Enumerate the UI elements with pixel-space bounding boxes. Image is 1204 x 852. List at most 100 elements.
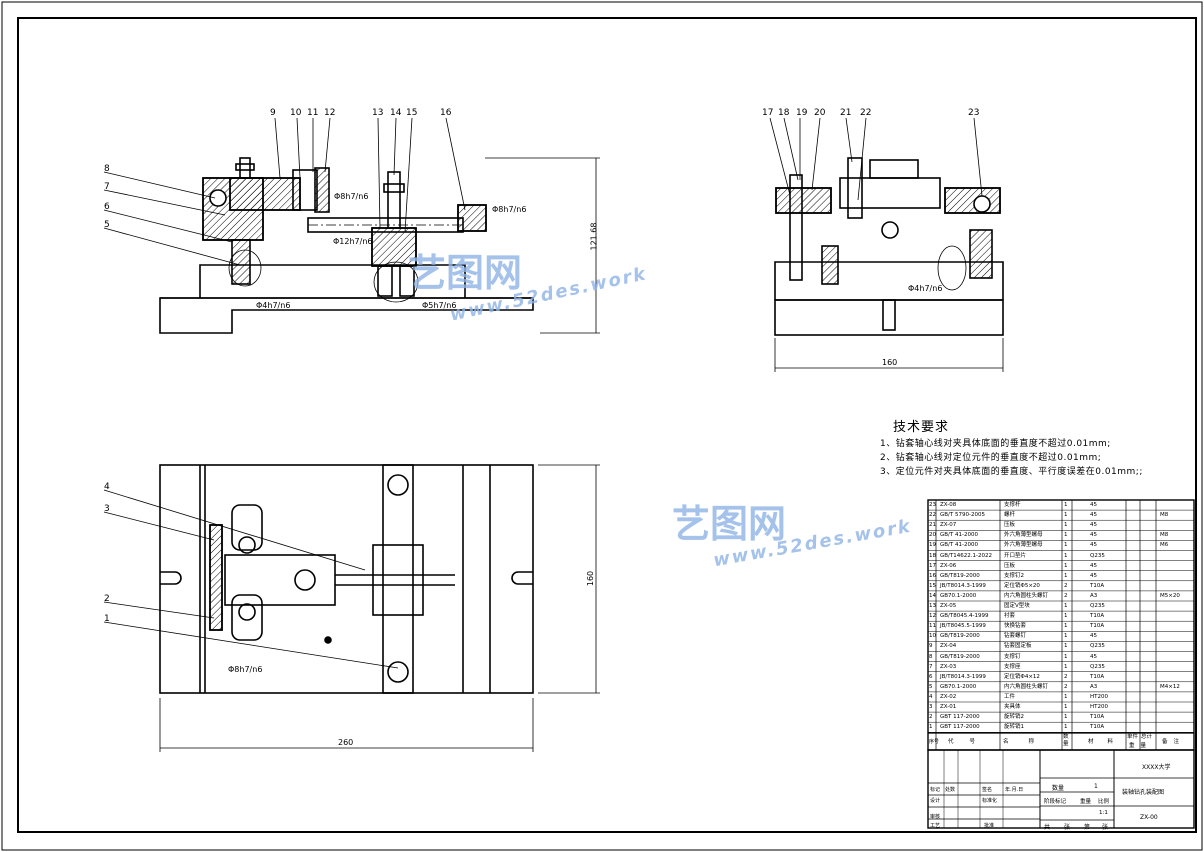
bom-cell-qty: 1 xyxy=(1064,663,1068,670)
bom-cell-material: A3 xyxy=(1090,592,1098,599)
bom-cell-no: 12 xyxy=(929,613,936,620)
balloon-7: 7 xyxy=(104,182,110,192)
standard-label: 标准化 xyxy=(982,798,998,804)
bom-cell-name: 内六角圆柱头螺钉 xyxy=(1004,592,1049,599)
bom-cell-material: 45 xyxy=(1090,532,1097,539)
bom-cell-no: 5 xyxy=(929,683,933,690)
dimension-width: 260 xyxy=(338,738,354,747)
bom-cell-qty: 1 xyxy=(1064,562,1068,569)
bom-cell-qty: 1 xyxy=(1064,542,1068,549)
bom-cell-name: 支撑钉 xyxy=(1004,653,1021,660)
bom-header-note: 备注 xyxy=(1162,739,1186,745)
bom-cell-qty: 1 xyxy=(1064,653,1068,660)
bom-header-total: 总计 xyxy=(1141,734,1153,740)
bom-cell-no: 19 xyxy=(929,542,936,549)
tech-requirement-line: 2、钻套轴心线对定位元件的垂直度不超过0.01mm; xyxy=(880,453,1102,463)
balloon-3: 3 xyxy=(104,504,110,514)
bom-cell-name: 压板 xyxy=(1004,522,1016,529)
sheet-label: 张 xyxy=(1064,824,1071,831)
bom-cell-no: 15 xyxy=(929,582,936,589)
dimension-height: 160 xyxy=(586,570,596,587)
fit-label: Φ8h7/n6 xyxy=(228,665,263,674)
bom-cell-qty: 1 xyxy=(1064,693,1068,700)
count-label: 处数 xyxy=(945,787,956,793)
bom-cell-qty: 1 xyxy=(1064,502,1068,508)
drawing-name: 装轴钻孔装配图 xyxy=(1122,789,1165,796)
bom-cell-name: 定位销Φ5×20 xyxy=(1004,582,1040,589)
bom-cell-no: 3 xyxy=(929,704,933,710)
title-block-grid xyxy=(927,749,1195,829)
bom-cell-name: 固定V型块 xyxy=(1004,603,1030,609)
bom-cell-qty: 1 xyxy=(1064,512,1068,519)
bom-cell-code: ZX-03 xyxy=(940,663,957,670)
bom-cell-no: 6 xyxy=(929,673,933,680)
bom-cell-qty: 1 xyxy=(1064,623,1068,630)
bom-cell-material: HT200 xyxy=(1090,693,1108,700)
bom-cell-qty: 1 xyxy=(1064,724,1068,731)
scale-value: 1:1 xyxy=(1099,810,1108,816)
bom-cell-code: JB/T8045.5-1999 xyxy=(940,623,986,630)
bom-cell-code: ZX-06 xyxy=(940,562,957,569)
balloon-21: 21 xyxy=(840,108,852,118)
qty-label: 数量 xyxy=(1052,785,1065,792)
bom-cell-material: A3 xyxy=(1090,683,1098,690)
bom-cell-name: 钻套固定板 xyxy=(1004,643,1032,650)
bom-cell-note: M8 xyxy=(1160,512,1169,519)
bom-cell-material: 45 xyxy=(1090,522,1097,529)
bom-cell-code: GB/T 41-2000 xyxy=(940,532,978,539)
side-view xyxy=(774,157,1004,336)
mark-label: 标记 xyxy=(930,787,941,793)
bom-header-weight: 重量 xyxy=(1129,743,1153,749)
bom-cell-code: ZX-07 xyxy=(940,522,957,529)
bom-cell-no: 10 xyxy=(929,633,936,640)
drawing-number: ZX-00 xyxy=(1140,814,1158,821)
bom-cell-name: 旋转销2 xyxy=(1004,714,1024,721)
bom-grid xyxy=(927,499,1195,751)
bom-header-name: 名称 xyxy=(1003,739,1055,745)
bom-cell-material: 45 xyxy=(1090,653,1097,660)
bom-cell-name: 夹具体 xyxy=(1004,704,1021,710)
bom-cell-no: 8 xyxy=(929,653,933,660)
side-view-dimensions xyxy=(769,117,1004,372)
approve-label: 批准 xyxy=(984,823,995,829)
bom-cell-no: 18 xyxy=(929,552,936,559)
bom-cell-code: GBT 117-2000 xyxy=(940,724,980,731)
front-view-dimensions xyxy=(103,117,600,334)
bom-cell-code: ZX-01 xyxy=(940,704,957,710)
fit-label: Φ4h7/n6 xyxy=(256,301,291,310)
bom-cell-name: 钻套螺钉 xyxy=(1004,633,1027,640)
bom-cell-qty: 1 xyxy=(1064,613,1068,620)
bom-cell-qty: 1 xyxy=(1064,572,1068,579)
bom-header-mat: 材料 xyxy=(1088,739,1128,745)
bom-cell-qty: 1 xyxy=(1064,552,1068,559)
bom-cell-name: 衬套 xyxy=(1004,613,1016,620)
balloon-8: 8 xyxy=(104,164,110,174)
bom-cell-no: 11 xyxy=(929,623,936,630)
bom-cell-material: 45 xyxy=(1090,572,1097,579)
bom-cell-material: T10A xyxy=(1090,582,1105,589)
bom-cell-name: 开口垫片 xyxy=(1004,552,1027,559)
bom-cell-material: T10A xyxy=(1090,673,1105,680)
bom-cell-note: M5×20 xyxy=(1160,592,1180,599)
balloon-10: 10 xyxy=(290,108,302,118)
bom-cell-code: GB/T819-2000 xyxy=(940,633,980,640)
balloon-14: 14 xyxy=(390,108,402,118)
sign-label: 签名 xyxy=(982,787,993,793)
dimension-width: 160 xyxy=(882,358,898,367)
front-view xyxy=(159,157,534,334)
balloon-19: 19 xyxy=(796,108,808,118)
balloon-17: 17 xyxy=(762,108,774,118)
dimension-height: 121.68 xyxy=(589,222,599,251)
fit-label: Φ12h7/n6 xyxy=(333,237,373,246)
bom-cell-qty: 1 xyxy=(1064,714,1068,721)
bom-cell-material: Q235 xyxy=(1090,663,1105,670)
bom-cell-note: M8 xyxy=(1160,532,1169,539)
bom-cell-name: 外六角薄型螺母 xyxy=(1004,542,1043,549)
bom-cell-name: 支撑座 xyxy=(1004,663,1021,670)
bom-cell-no: 2 xyxy=(929,714,933,721)
bom-cell-code: GBT 117-2000 xyxy=(940,714,980,721)
bom-cell-no: 4 xyxy=(929,693,933,700)
bom-cell-qty: 1 xyxy=(1064,532,1068,539)
balloon-1: 1 xyxy=(104,614,110,624)
bom-cell-qty: 1 xyxy=(1064,704,1068,710)
